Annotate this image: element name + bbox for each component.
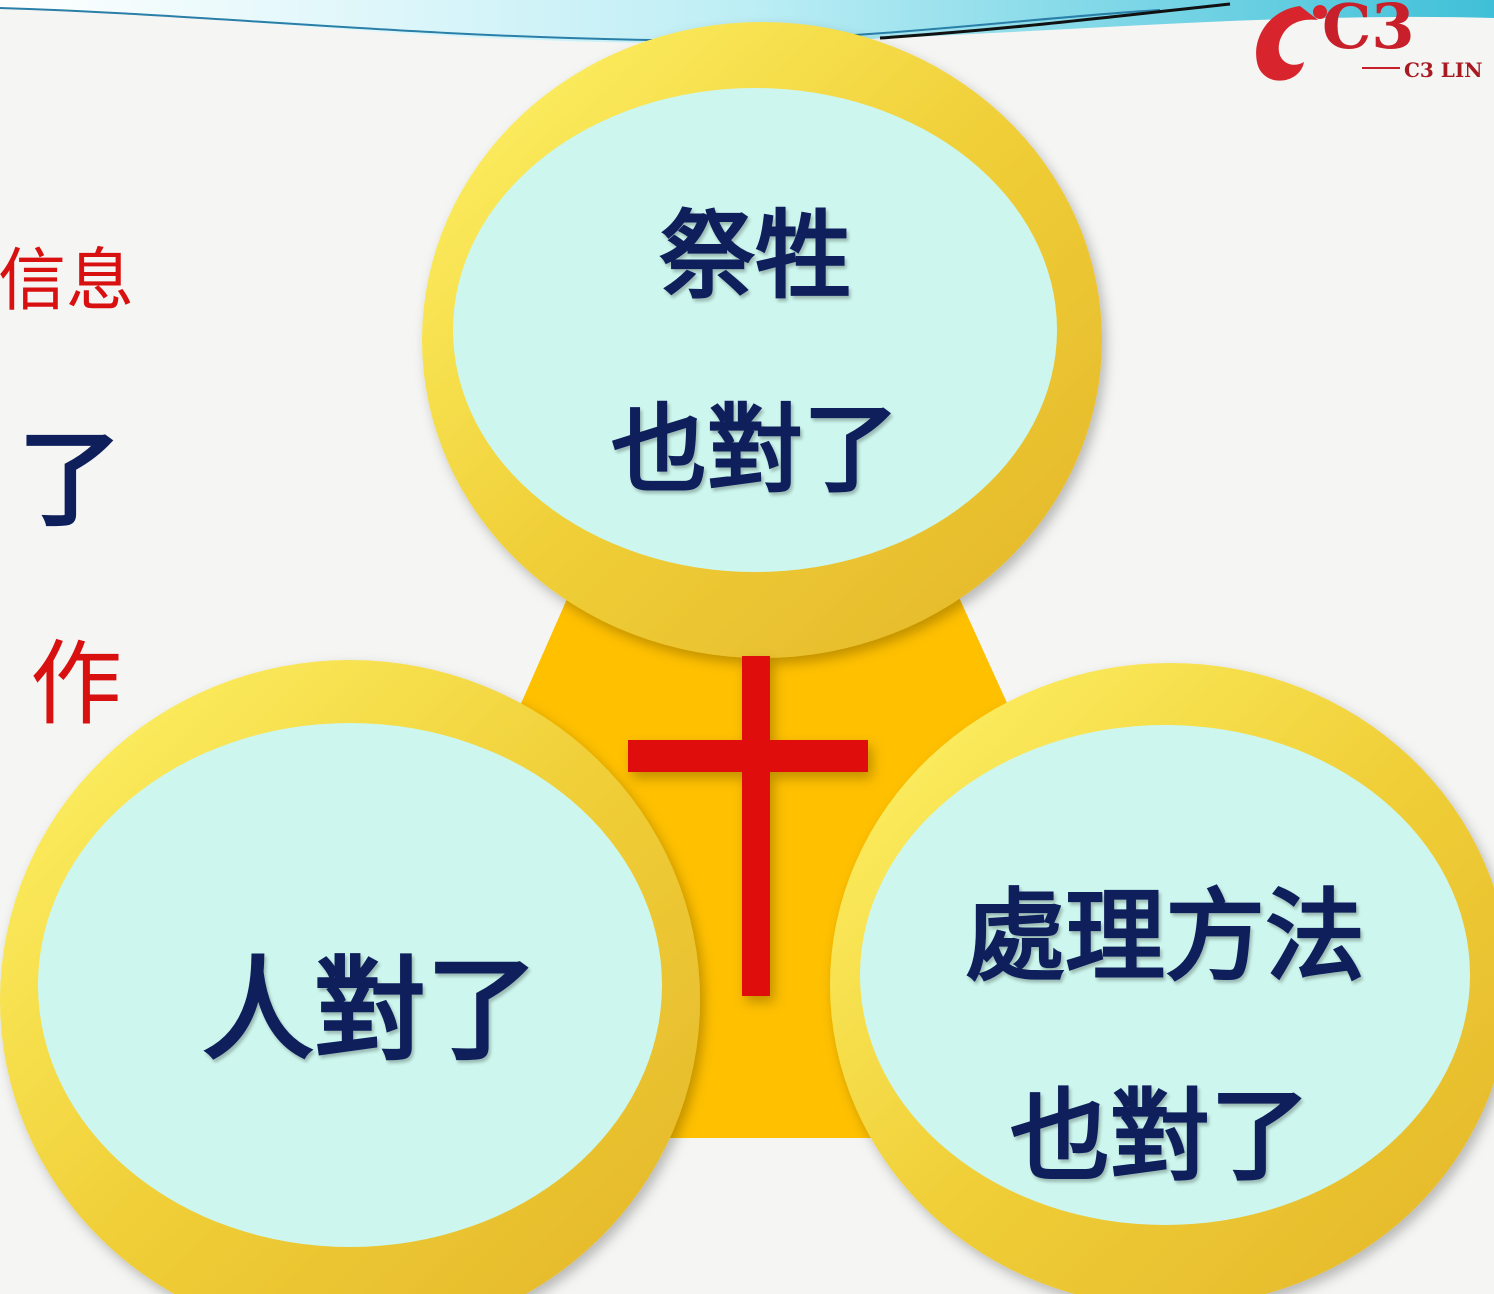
circle-right [830, 663, 1494, 1294]
left-circle-line1: 人對了 [202, 945, 538, 1076]
top-banner [0, 0, 1494, 44]
side-text-line1: 信息 [0, 242, 135, 321]
logo-swoosh-icon [1256, 6, 1318, 81]
top-circle-line1: 祭牲 [659, 199, 851, 312]
logo-mark: C3 [1322, 0, 1415, 63]
side-text-line3: 作 [30, 631, 123, 738]
logo [1256, 5, 1400, 81]
right-circle-line2: 也對了 [1010, 1077, 1310, 1195]
top-circle-line2: 也對了 [611, 393, 899, 506]
side-text-line2: 了 [18, 418, 123, 541]
cross-icon [628, 656, 868, 996]
right-circle-line1: 處理方法 [965, 877, 1365, 995]
circle-left [0, 660, 700, 1294]
circle-top [422, 22, 1102, 658]
logo-tagline: C3 LIN [1404, 58, 1483, 82]
